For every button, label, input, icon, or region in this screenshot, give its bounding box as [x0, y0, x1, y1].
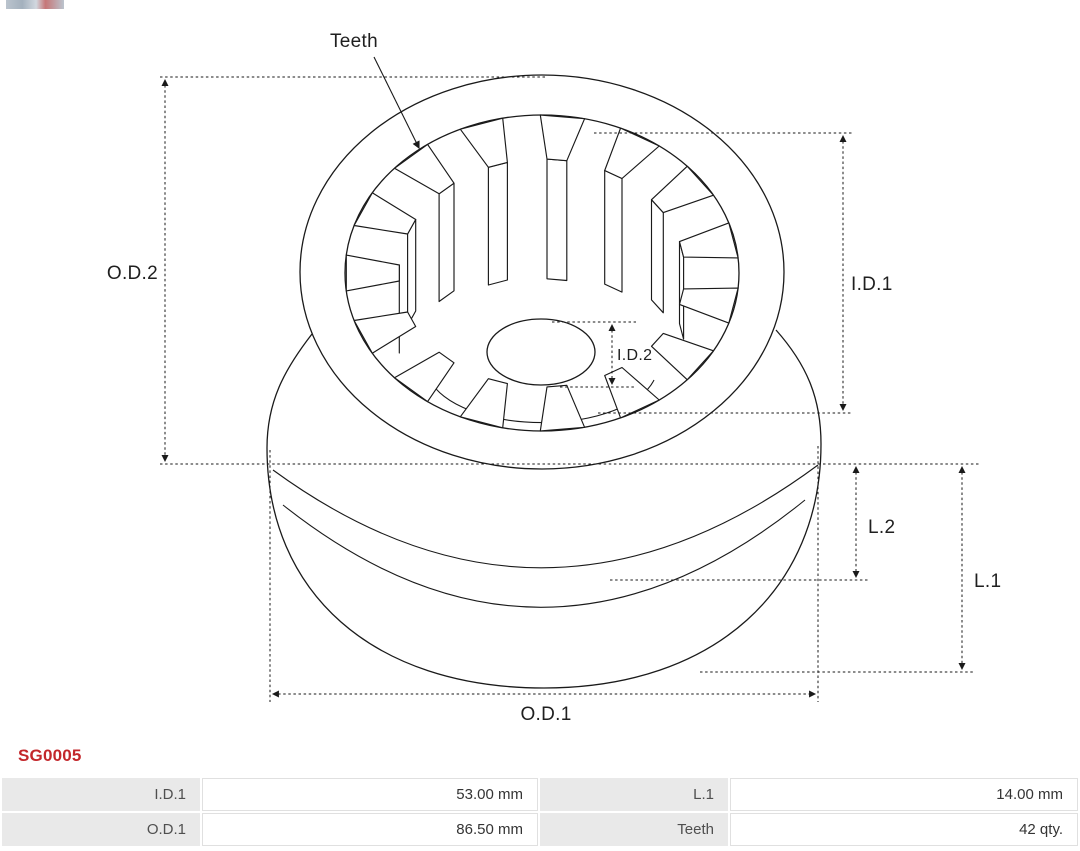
gear-body-contour-upper [272, 464, 819, 569]
spec-value: 42 qty. [730, 813, 1078, 846]
dimension-labels: O.D.2 Teeth I.D.1 I.D.2 L.2 L.1 O.D.1 [107, 31, 1001, 725]
spec-row: I.D.1 53.00 mm L.1 14.00 mm [2, 778, 1078, 811]
logo-fragment [6, 0, 64, 9]
label-od2: O.D.2 [107, 263, 158, 284]
center-hole [486, 318, 596, 386]
label-id2: I.D.2 [617, 347, 652, 364]
spec-value: 53.00 mm [202, 778, 538, 811]
teeth-pointer-line [373, 56, 420, 150]
label-teeth: Teeth [330, 31, 378, 52]
spec-label: Teeth [540, 813, 728, 846]
spec-label: O.D.1 [2, 813, 200, 846]
spec-table: I.D.1 53.00 mm L.1 14.00 mm O.D.1 86.50 … [0, 776, 1080, 848]
label-l2: L.2 [868, 517, 895, 538]
spec-label: I.D.1 [2, 778, 200, 811]
spec-label: L.1 [540, 778, 728, 811]
spec-value: 86.50 mm [202, 813, 538, 846]
spec-value: 14.00 mm [730, 778, 1078, 811]
label-od1: O.D.1 [520, 704, 571, 725]
spec-row: O.D.1 86.50 mm Teeth 42 qty. [2, 813, 1078, 846]
product-code: SG0005 [18, 746, 82, 765]
gear-body-contour-lower [282, 499, 806, 608]
technical-drawing: O.D.2 Teeth I.D.1 I.D.2 L.2 L.1 O.D.1 [107, 31, 1001, 725]
teeth-group [345, 114, 739, 432]
label-id1: I.D.1 [851, 274, 893, 295]
label-l1: L.1 [974, 571, 1001, 592]
dimension-annotations [160, 56, 980, 702]
